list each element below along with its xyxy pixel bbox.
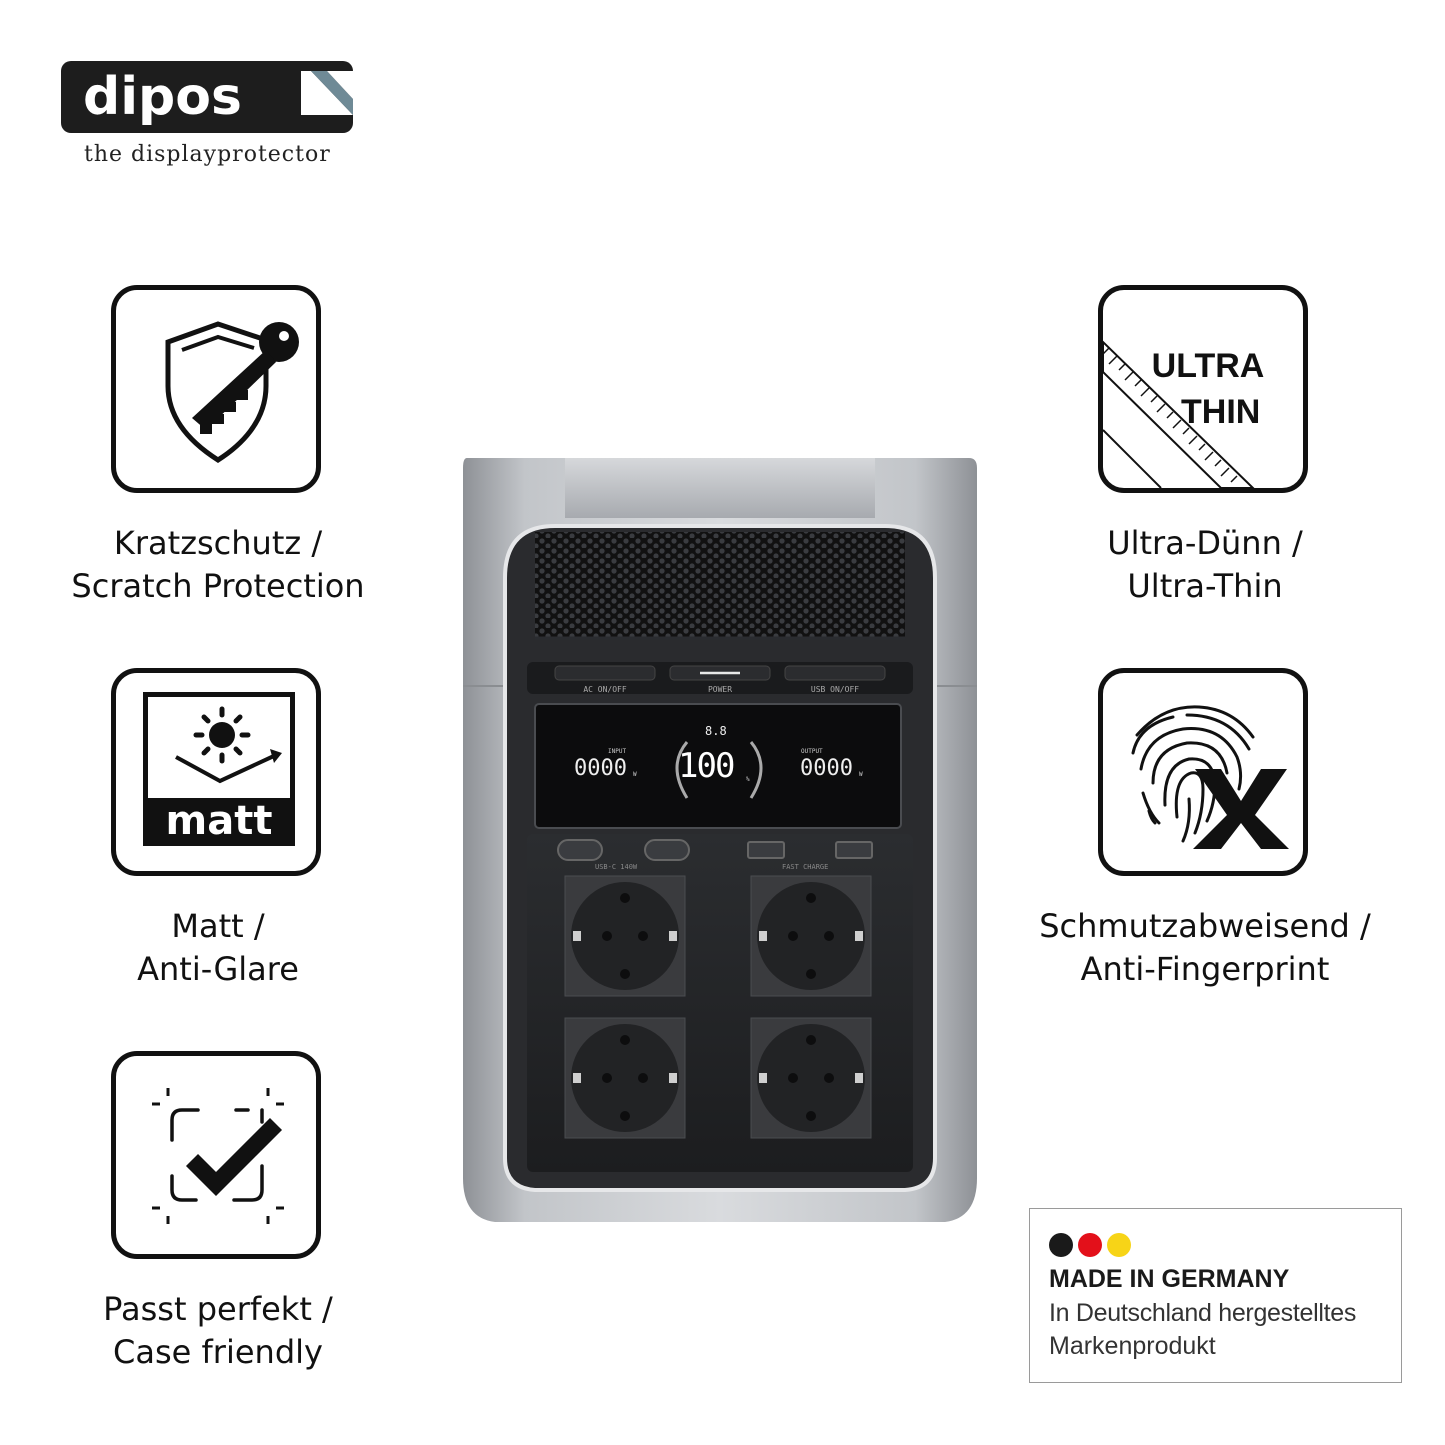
logo-peel-corner-icon <box>301 71 353 115</box>
made-in-germany-title: MADE IN GERMANY <box>1049 1265 1290 1293</box>
shield-key-icon <box>165 321 299 463</box>
ac-outlets <box>564 875 872 1139</box>
matt-caption-line1: Matt / <box>171 907 265 945</box>
checkmark-frame-icon <box>152 1088 284 1224</box>
case-caption-line1: Passt perfekt / <box>103 1290 333 1328</box>
sun-reflection-icon <box>175 706 282 784</box>
flag-dot-red <box>1078 1233 1102 1257</box>
matt-caption-line2: Anti-Glare <box>137 950 299 988</box>
scratch-protection-caption: Kratzschutz / Scratch Protection <box>38 522 398 608</box>
thin-caption-line2: Ultra-Thin <box>1127 567 1283 605</box>
anti-fingerprint-badge <box>1098 668 1308 876</box>
ultra-label: ULTRA <box>1151 347 1265 385</box>
flag-dot-black <box>1049 1233 1073 1257</box>
matt-badge: matt <box>111 668 321 876</box>
case-friendly-badge <box>111 1051 321 1259</box>
matt-caption: Matt / Anti-Glare <box>38 905 398 991</box>
ruler-icon <box>1103 340 1255 488</box>
power-station-image <box>463 458 977 1222</box>
thin-caption-line1: Ultra-Dünn / <box>1107 524 1303 562</box>
scratch-caption-line1: Kratzschutz / <box>113 524 323 562</box>
made-in-germany-subtitle-2: Markenprodukt <box>1049 1332 1216 1360</box>
flag-dot-gold <box>1107 1233 1131 1257</box>
brand-tagline: the displayprotector <box>84 142 331 167</box>
ultra-thin-badge: ULTRA THIN <box>1098 285 1308 493</box>
scratch-caption-line2: Scratch Protection <box>71 567 365 605</box>
ultra-thin-caption: Ultra-Dünn / Ultra-Thin <box>1025 522 1385 608</box>
anti-fingerprint-caption: Schmutzabweisend / Anti-Fingerprint <box>1000 905 1410 991</box>
matt-label: matt <box>165 798 273 844</box>
fingerprint-caption-line1: Schmutzabweisend / <box>1039 907 1371 945</box>
fingerprint-x-icon <box>1131 705 1289 849</box>
fingerprint-caption-line2: Anti-Fingerprint <box>1080 950 1330 988</box>
made-in-germany-subtitle-1: In Deutschland hergestelltes <box>1049 1299 1357 1327</box>
case-caption-line2: Case friendly <box>113 1333 323 1371</box>
case-friendly-caption: Passt perfekt / Case friendly <box>38 1288 398 1374</box>
thin-label: THIN <box>1181 393 1261 431</box>
made-in-germany-badge: MADE IN GERMANY In Deutschland hergestel… <box>1029 1208 1402 1383</box>
scratch-protection-badge <box>111 285 321 493</box>
brand-logo-name: dipos <box>83 67 242 127</box>
